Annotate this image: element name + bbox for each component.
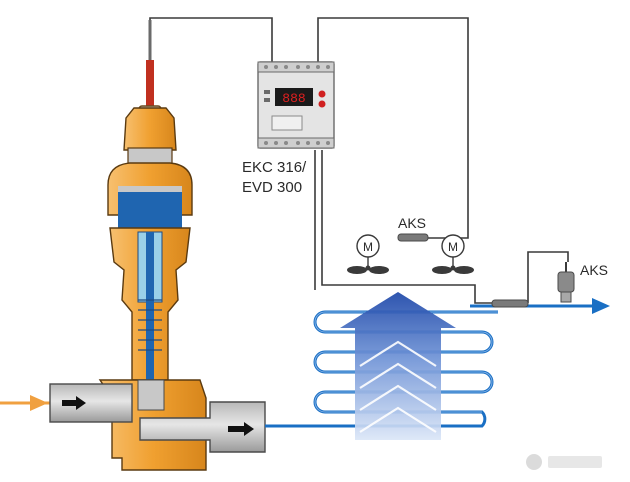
aks-probe-sensor	[397, 233, 429, 242]
aks-sensor-label-right: AKS	[580, 262, 608, 278]
terminal-row-bottom	[264, 141, 330, 145]
airflow-arrow	[340, 292, 456, 440]
aks-sensor-label-top: AKS	[398, 215, 426, 231]
controller-display: 888	[282, 91, 305, 106]
terminal-row-top	[264, 65, 330, 69]
arrow-icon	[228, 422, 254, 436]
fan-left: M	[347, 234, 389, 274]
aks-pressure-transmitter	[557, 262, 575, 303]
fan-icon	[432, 265, 474, 274]
arrow-icon	[592, 298, 610, 314]
controller-unit: 888	[257, 61, 335, 149]
evaporator-coil-inner	[314, 311, 498, 413]
arrow-icon	[62, 396, 86, 410]
controller-label-line1: EKC 316/	[242, 159, 307, 176]
fan-right: M	[432, 234, 474, 274]
expansion-valve	[49, 20, 266, 471]
fan-icon	[347, 265, 389, 274]
controller-button-up	[318, 90, 326, 98]
liquid-inlet-line	[0, 395, 50, 411]
suction-line	[470, 298, 610, 314]
watermark	[526, 454, 602, 470]
motor-symbol-left: M	[363, 240, 373, 254]
control-wiring	[149, 17, 569, 304]
motor-symbol-right: M	[448, 240, 458, 254]
controller-button-down	[318, 100, 326, 108]
suction-temp-sensor	[491, 299, 529, 308]
arrow-icon	[30, 395, 48, 411]
controller-label-line2: EVD 300	[242, 179, 302, 196]
